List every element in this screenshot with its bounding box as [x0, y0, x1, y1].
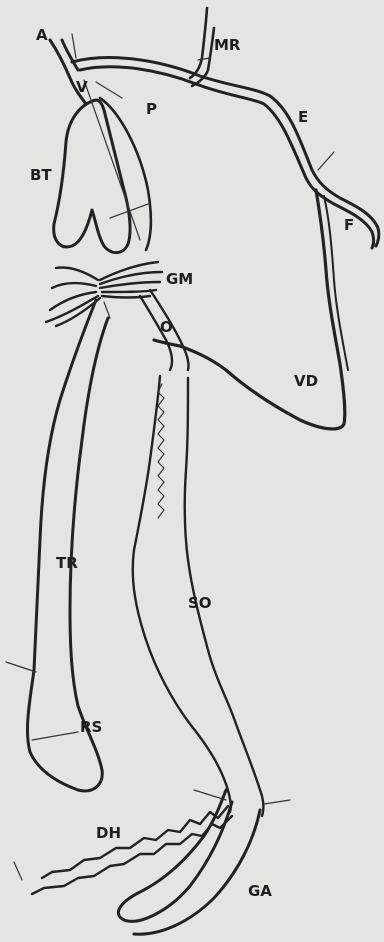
- label-dh: DH: [96, 824, 121, 842]
- label-ga: GA: [248, 882, 272, 900]
- hermaphrodite-duct: [14, 806, 232, 894]
- bursa-bulb: [54, 80, 151, 253]
- label-f: F: [344, 216, 354, 234]
- label-o: O: [160, 318, 173, 336]
- label-bt: BT: [30, 166, 52, 184]
- mucous-glands: [46, 262, 162, 326]
- label-e: E: [298, 108, 308, 126]
- penis-epiphallus-tube: [72, 58, 379, 248]
- label-p: P: [146, 100, 157, 118]
- label-v: V: [76, 78, 88, 96]
- label-gm: GM: [166, 270, 193, 288]
- label-a: A: [36, 26, 48, 44]
- label-so: SO: [188, 594, 212, 612]
- label-rs: RS: [80, 718, 102, 736]
- label-tr: TR: [56, 554, 78, 572]
- vas-deferens: [154, 190, 348, 429]
- label-mr: MR: [214, 36, 241, 54]
- spermoviduct: [133, 290, 264, 816]
- label-vd: VD: [294, 372, 318, 390]
